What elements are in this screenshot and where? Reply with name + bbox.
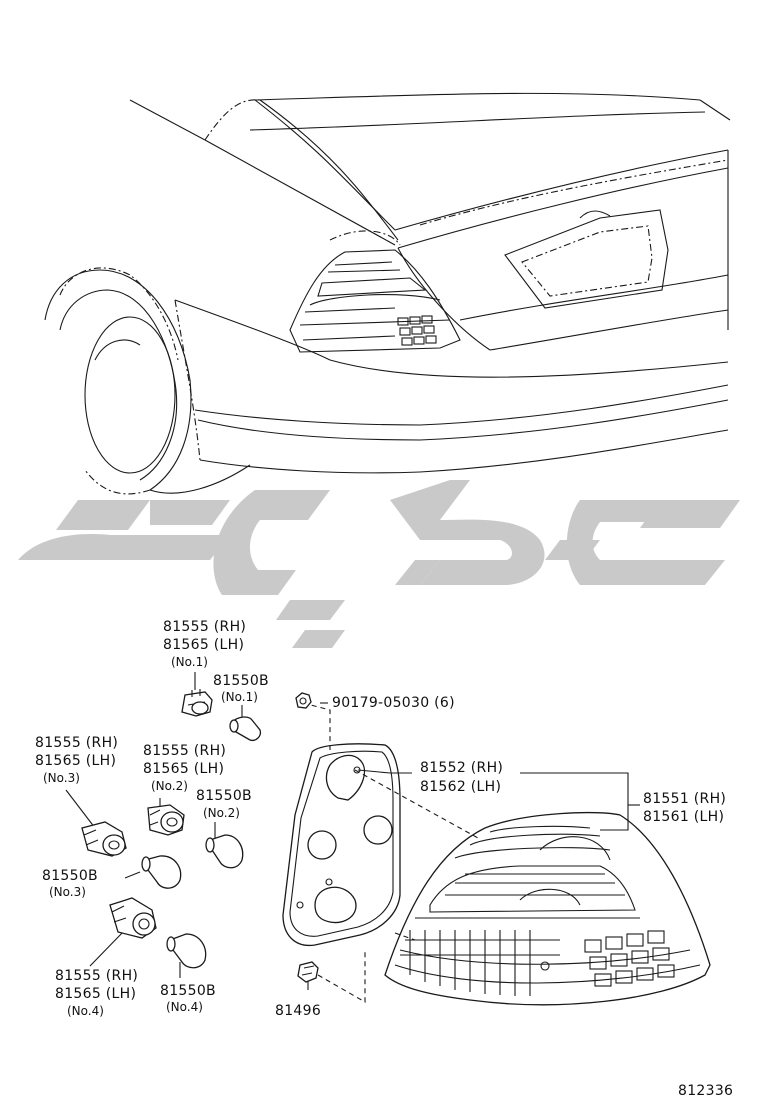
tail-lamp-lens xyxy=(384,811,711,1006)
assembly-lines xyxy=(302,702,479,1003)
svg-text:812336: 812336 xyxy=(678,1083,733,1099)
socket-no2-icon xyxy=(147,804,185,836)
label-diagram-id: 812336 xyxy=(678,1083,733,1099)
svg-text:81565 (LH): 81565 (LH) xyxy=(55,986,136,1002)
bulb-no2-icon xyxy=(205,834,244,869)
bulb-no3-icon xyxy=(141,855,182,889)
svg-text:90179-05030 (6): 90179-05030 (6) xyxy=(332,695,455,711)
svg-text:81551 (RH): 81551 (RH) xyxy=(643,791,726,807)
svg-text:81555 (RH): 81555 (RH) xyxy=(55,968,138,984)
svg-text:81561 (LH): 81561 (LH) xyxy=(643,809,724,825)
label-bulb-no2: 81550B (No.2) xyxy=(196,788,252,820)
svg-text:(No.3): (No.3) xyxy=(43,771,80,785)
svg-text:81550B: 81550B xyxy=(42,868,98,884)
label-socket-no1: 81555 (RH) 81565 (LH) (No.1) xyxy=(163,619,246,669)
bulb-no4-icon xyxy=(166,933,207,969)
car-rear-illustration xyxy=(44,92,731,495)
gasket-plate xyxy=(282,743,401,947)
label-socket-no3: 81555 (RH) 81565 (LH) (No.3) xyxy=(35,735,118,785)
clip-icon xyxy=(297,961,319,983)
label-bulb-no4: 81550B (No.4) xyxy=(160,983,216,1014)
svg-text:(No.2): (No.2) xyxy=(151,779,188,793)
nut-icon xyxy=(295,692,312,709)
svg-text:(No.1): (No.1) xyxy=(171,655,208,669)
svg-text:81550B: 81550B xyxy=(160,983,216,999)
socket-no3-icon xyxy=(81,821,127,857)
svg-text:81565 (LH): 81565 (LH) xyxy=(163,637,244,653)
label-gasket: 81552 (RH) 81562 (LH) xyxy=(420,760,503,795)
socket-no4-icon xyxy=(109,897,157,939)
label-bulb-no3: 81550B (No.3) xyxy=(42,868,98,899)
socket-no1-icon xyxy=(181,689,213,717)
svg-text:(No.1): (No.1) xyxy=(221,690,258,704)
svg-text:81555 (RH): 81555 (RH) xyxy=(163,619,246,635)
label-lamp: 81551 (RH) 81561 (LH) xyxy=(643,791,726,825)
label-socket-no2: 81555 (RH) 81565 (LH) (No.2) xyxy=(143,743,226,793)
svg-text:81562 (LH): 81562 (LH) xyxy=(420,779,501,795)
label-clip: 81496 xyxy=(275,1003,321,1019)
svg-text:(No.4): (No.4) xyxy=(67,1004,104,1018)
svg-text:(No.2): (No.2) xyxy=(203,806,240,820)
bulb-no1-icon xyxy=(229,716,262,742)
svg-text:(No.4): (No.4) xyxy=(166,1000,203,1014)
watermark-logo xyxy=(18,480,740,648)
svg-text:81555 (RH): 81555 (RH) xyxy=(143,743,226,759)
label-socket-no4: 81555 (RH) 81565 (LH) (No.4) xyxy=(55,968,138,1018)
svg-text:81565 (LH): 81565 (LH) xyxy=(143,761,224,777)
label-nut: 90179-05030 (6) xyxy=(332,695,455,711)
svg-text:81552 (RH): 81552 (RH) xyxy=(420,760,503,776)
svg-text:81565 (LH): 81565 (LH) xyxy=(35,753,116,769)
svg-text:81550B: 81550B xyxy=(213,673,269,689)
svg-text:81550B: 81550B xyxy=(196,788,252,804)
svg-text:81555 (RH): 81555 (RH) xyxy=(35,735,118,751)
svg-text:81496: 81496 xyxy=(275,1003,321,1019)
label-bulb-no1: 81550B (No.1) xyxy=(213,673,269,704)
svg-text:(No.3): (No.3) xyxy=(49,885,86,899)
